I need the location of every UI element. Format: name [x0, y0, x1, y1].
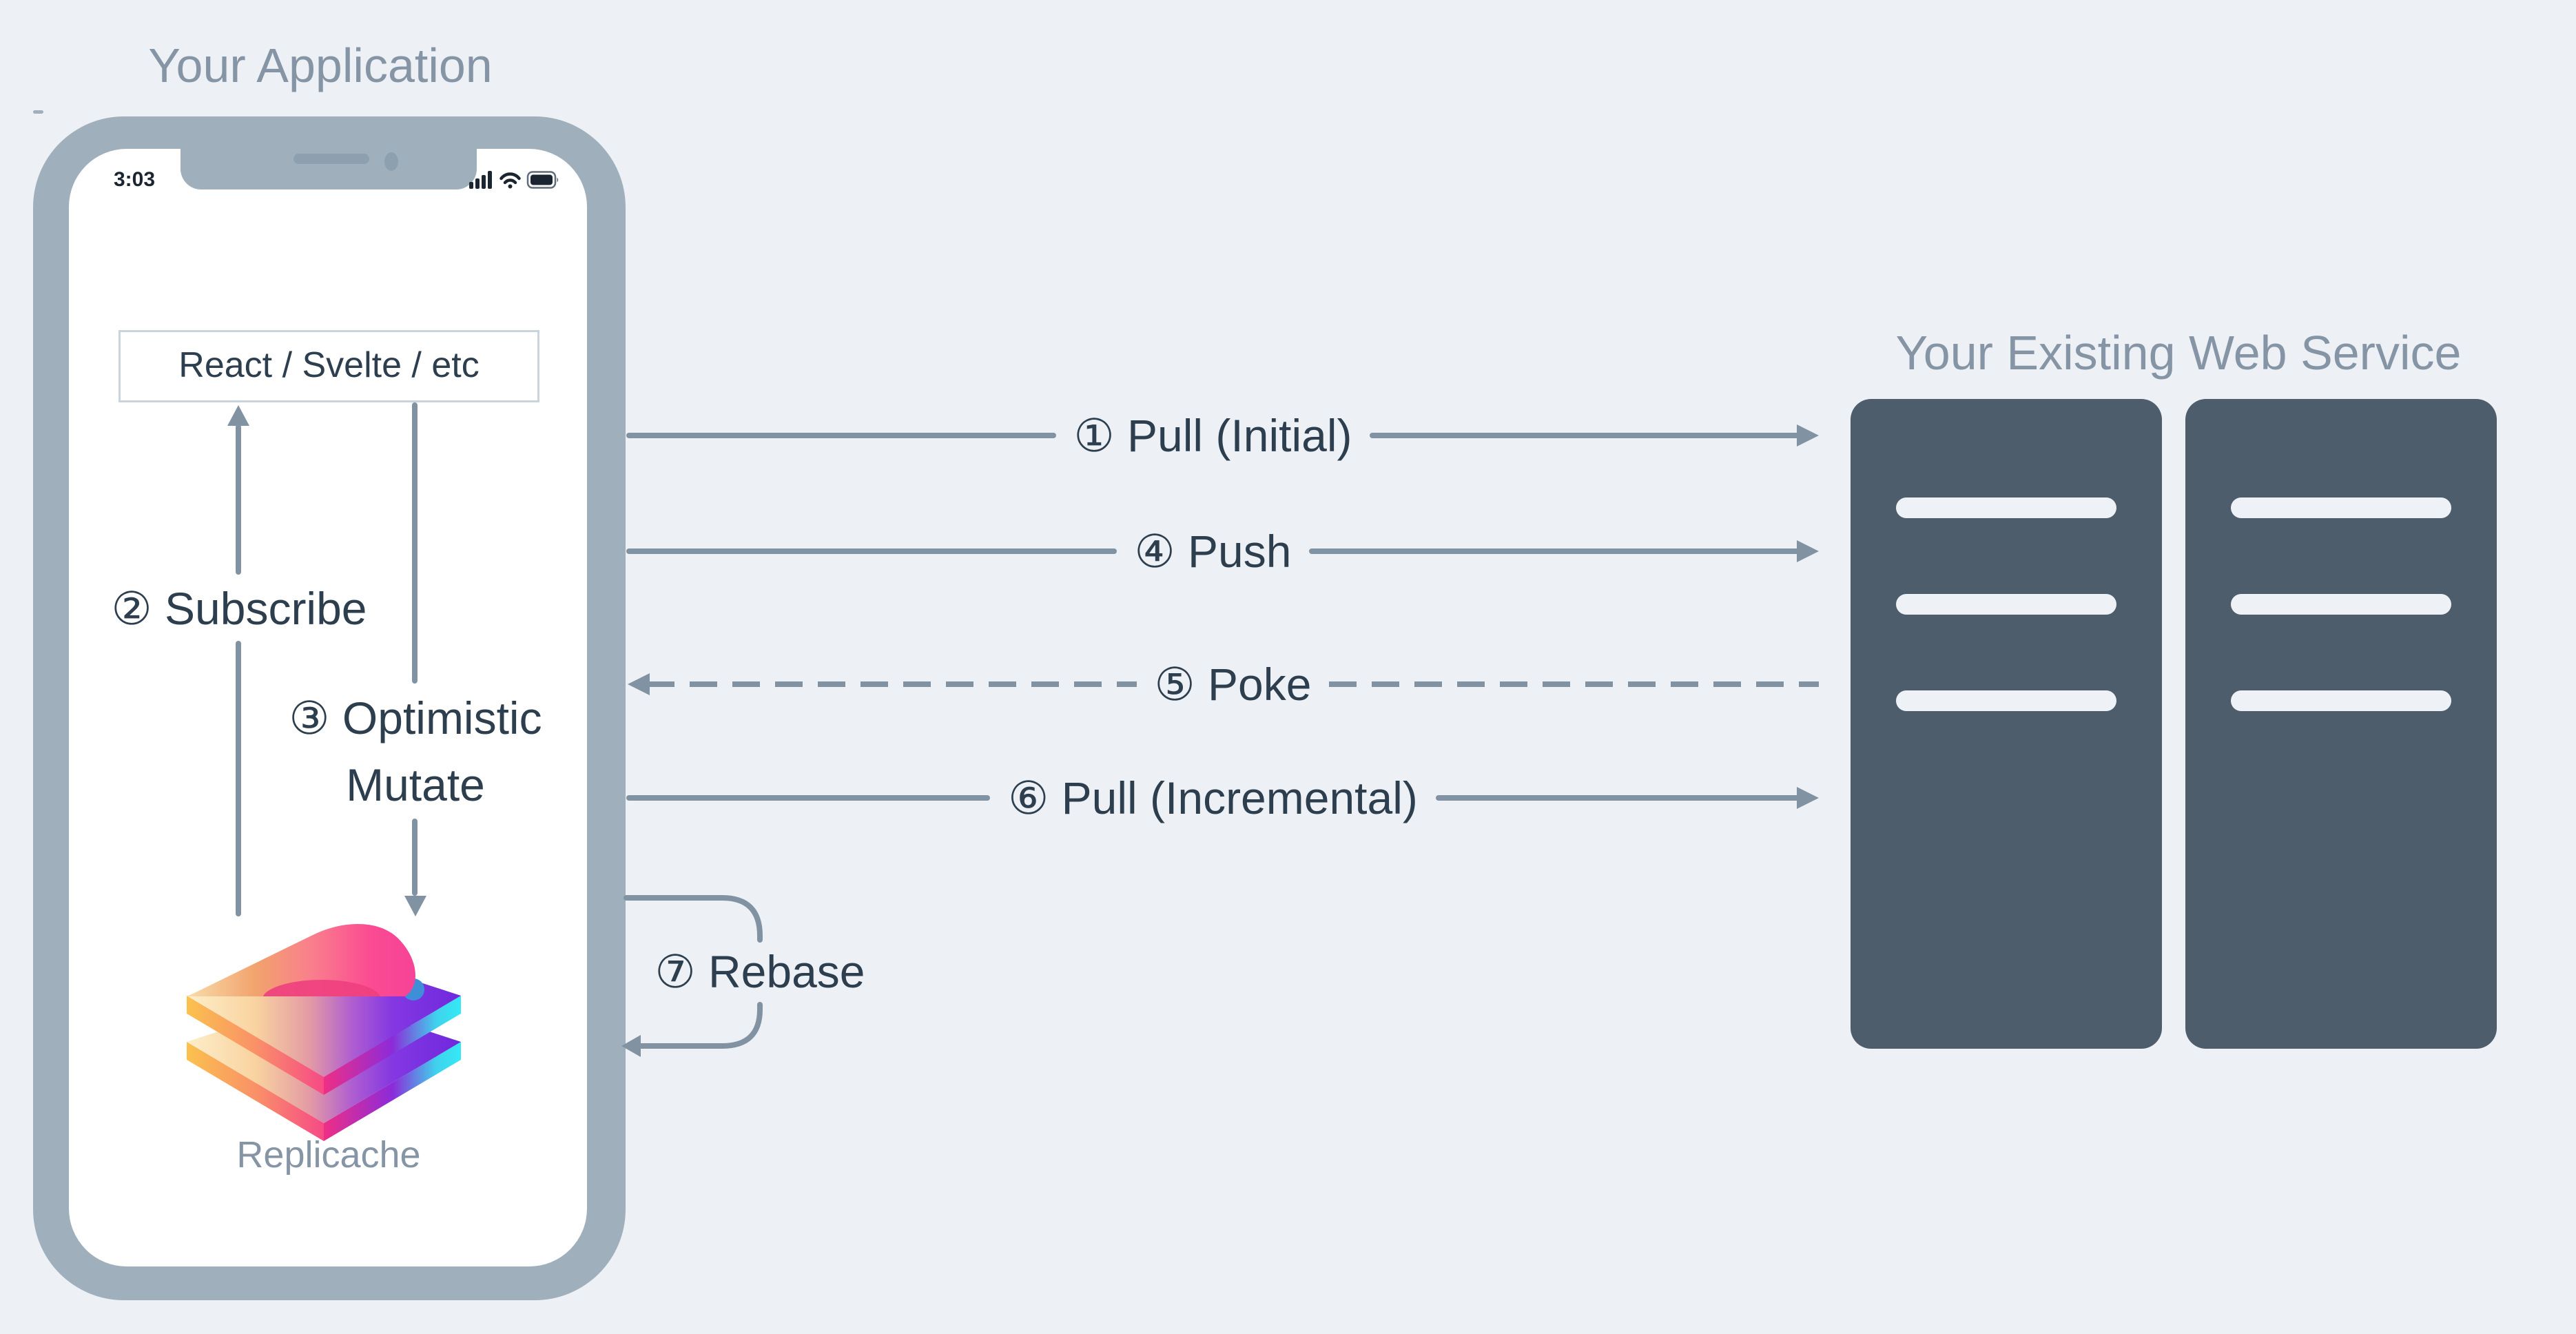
- arrowhead-right-icon: [1797, 424, 1819, 447]
- subscribe-line-lower: [236, 641, 241, 916]
- replicache-logo: [187, 923, 461, 1141]
- subscribe-label: ② Subscribe: [111, 583, 367, 634]
- arrowhead-right-icon: [1797, 540, 1820, 562]
- speaker-icon: [293, 154, 369, 164]
- rebase-label: ⑦ Rebase: [655, 946, 865, 997]
- flow-line: [1435, 795, 1800, 801]
- rack-slot: [1896, 594, 2116, 615]
- flow-pull-incremental-label: ⑥ Pull (Incremental): [1008, 772, 1418, 823]
- status-time: 3:03: [113, 168, 156, 191]
- flow-pull-initial-label: ① Pull (Initial): [1073, 409, 1352, 461]
- camera-icon: [384, 152, 398, 171]
- flow-poke-label: ⑤ Poke: [1154, 658, 1312, 710]
- logo-blob: [187, 923, 415, 996]
- mutate-arrowhead-down-icon: [404, 896, 426, 916]
- mutate-label-line2: Mutate: [346, 759, 485, 810]
- flow-pull-incremental: ⑥ Pull (Incremental): [626, 765, 1819, 831]
- left-section-title: Your Application: [148, 39, 493, 92]
- mutate-label: ③ Optimistic Mutate: [243, 685, 588, 819]
- flow-poke: ⑤ Poke: [628, 651, 1820, 717]
- signal-icon: [469, 171, 492, 189]
- arrowhead-right-icon: [1797, 787, 1819, 809]
- flow-line: [1370, 433, 1800, 438]
- right-section-title: Your Existing Web Service: [1895, 326, 2462, 380]
- status-icons: [469, 171, 559, 189]
- flow-line: [626, 795, 991, 801]
- flow-line-dashed: [1329, 681, 1820, 687]
- rack-slot: [2231, 497, 2451, 518]
- mutate-line-upper: [412, 402, 418, 684]
- arrowhead-left-icon: [621, 1035, 641, 1057]
- server-rack-left: [1851, 399, 2162, 1049]
- flow-push: ④ Push: [626, 518, 1820, 584]
- arrowhead-left-icon: [628, 673, 650, 695]
- flow-line: [626, 548, 1117, 554]
- rack-slot: [2231, 690, 2451, 711]
- subscribe-line-upper: [236, 424, 241, 575]
- flow-pull-initial: ① Pull (Initial): [626, 402, 1819, 469]
- mutate-label-line1: ③ Optimistic: [289, 692, 542, 743]
- flow-line: [626, 433, 1056, 438]
- rack-slot: [2231, 594, 2451, 615]
- subscribe-arrowhead-up-icon: [227, 405, 249, 426]
- wifi-icon: [499, 172, 521, 189]
- rack-slot: [1896, 497, 2116, 518]
- flow-line-dashed: [647, 681, 1137, 687]
- rack-slot: [1896, 690, 2116, 711]
- dash-mark: [33, 110, 43, 114]
- battery-icon: [526, 171, 559, 189]
- mutate-line-lower: [412, 819, 418, 896]
- logo-caption: Replicache: [236, 1134, 421, 1176]
- logo-inner-ellipse: [262, 980, 381, 996]
- flow-push-label: ④ Push: [1134, 525, 1292, 577]
- server-rack-right: [2185, 399, 2497, 1049]
- flow-line: [1309, 548, 1800, 554]
- framework-box: React / Svelte / etc: [119, 330, 539, 402]
- rebase-loop: [621, 895, 763, 1057]
